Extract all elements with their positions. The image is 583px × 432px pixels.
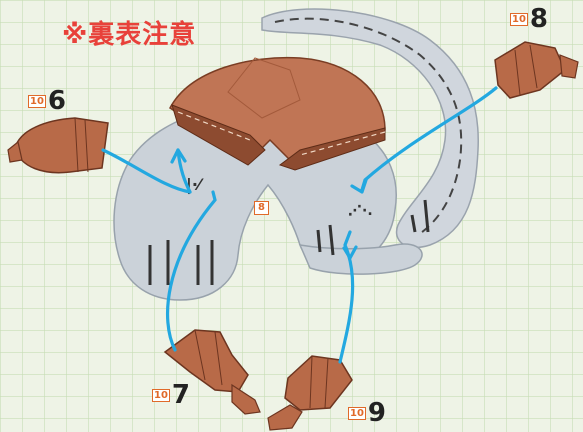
shell-dome [169,56,386,171]
arrow-leg-8 [360,86,498,192]
leg-7 [163,329,261,415]
label-part-8: 10 8 [510,6,548,32]
leg-8 [494,41,579,99]
label-part-7: 10 7 [152,382,190,408]
label-part-6: 10 6 [28,88,66,114]
part-number: 8 [529,4,549,34]
leg-9 [267,355,353,431]
center-part-label: 8 [254,201,269,215]
part-number: 9 [367,398,387,428]
assembly-arrows [101,86,498,364]
svg-text:⋰·.: ⋰·. [348,203,373,219]
flip-side-warning: ※裏表注意 [62,20,197,50]
quantity-box: 10 [28,94,46,108]
arrow-leg-6 [101,148,192,194]
arrow-leg-7 [166,190,217,352]
part-number: 7 [171,380,191,410]
label-part-9: 10 9 [348,400,386,426]
leg-6 [7,117,109,174]
quantity-box: 10 [152,388,170,402]
quantity-box: 10 [510,12,528,26]
part-number: 6 [47,86,67,116]
quantity-box: 10 [348,406,366,420]
